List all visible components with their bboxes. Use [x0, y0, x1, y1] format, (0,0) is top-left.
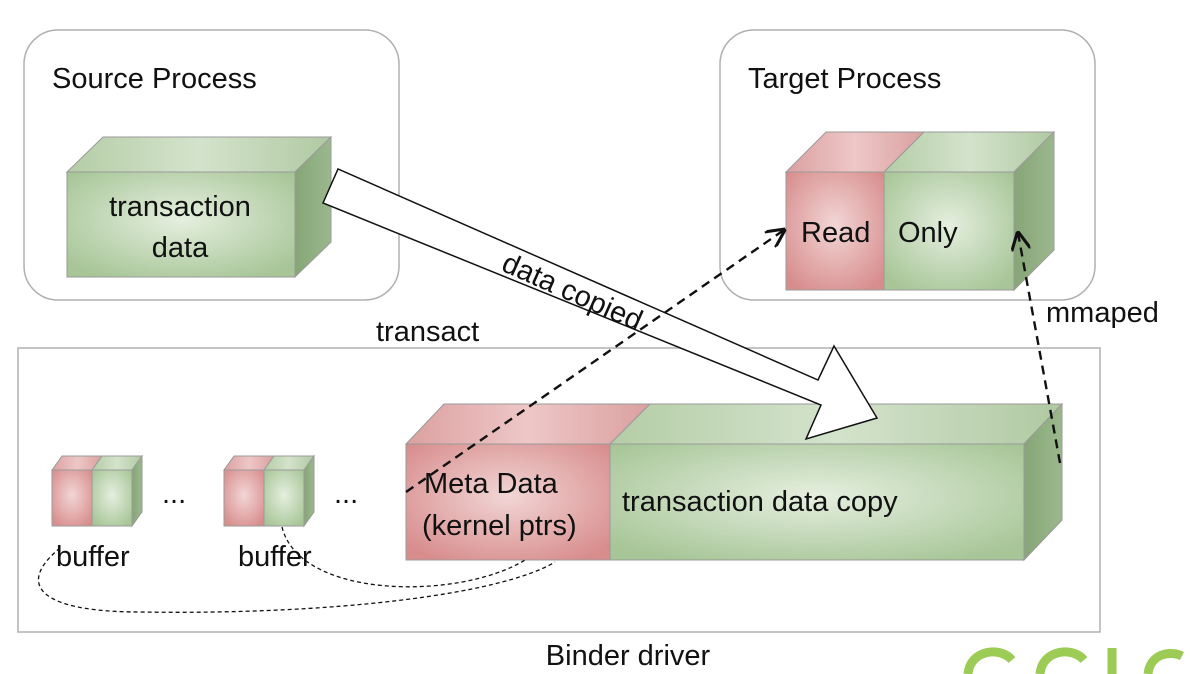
read-label: Read — [801, 217, 870, 249]
ellipsis-1: ... — [162, 478, 186, 510]
source-process-title: Source Process — [52, 63, 257, 95]
transaction-data-box: transaction data — [65, 135, 333, 279]
read-only-box: Read Only — [784, 130, 1056, 292]
buffer-label-1: buffer — [56, 541, 130, 573]
binder-driver-label: Binder driver — [546, 640, 711, 672]
meta-data-box — [405, 443, 611, 561]
meta-data-line1: Meta Data — [424, 468, 559, 500]
transaction-data-line2: data — [152, 232, 209, 264]
buffer-list-link-1 — [281, 526, 526, 588]
kernel-buffer-box: Meta Data (kernel ptrs) transaction data… — [404, 402, 1064, 562]
ellipsis-2: ... — [334, 478, 358, 510]
transaction-copy-label: transaction data copy — [622, 486, 898, 518]
target-process-title: Target Process — [748, 63, 941, 95]
transact-label: transact — [376, 316, 479, 348]
buffer-box-2 — [223, 454, 315, 528]
only-label: Only — [898, 217, 958, 249]
buffer-box-1 — [51, 454, 143, 528]
buffer-list-link-2 — [38, 547, 556, 613]
data-copied-label: data copied — [497, 247, 647, 337]
partial-logo — [963, 647, 1185, 674]
mmaped-label: mmaped — [1046, 297, 1159, 329]
meta-data-line2: (kernel ptrs) — [422, 510, 577, 542]
mmaped-arrow — [1018, 233, 1062, 464]
target-process: Target Process Read Only — [719, 29, 1096, 301]
meta-to-read-arrow — [405, 230, 784, 493]
transaction-data-line1: transaction — [109, 191, 251, 223]
transaction-copy-box — [609, 443, 1025, 561]
buffer-label-2: buffer — [238, 541, 312, 573]
source-process: Source Process transaction data — [23, 29, 400, 301]
